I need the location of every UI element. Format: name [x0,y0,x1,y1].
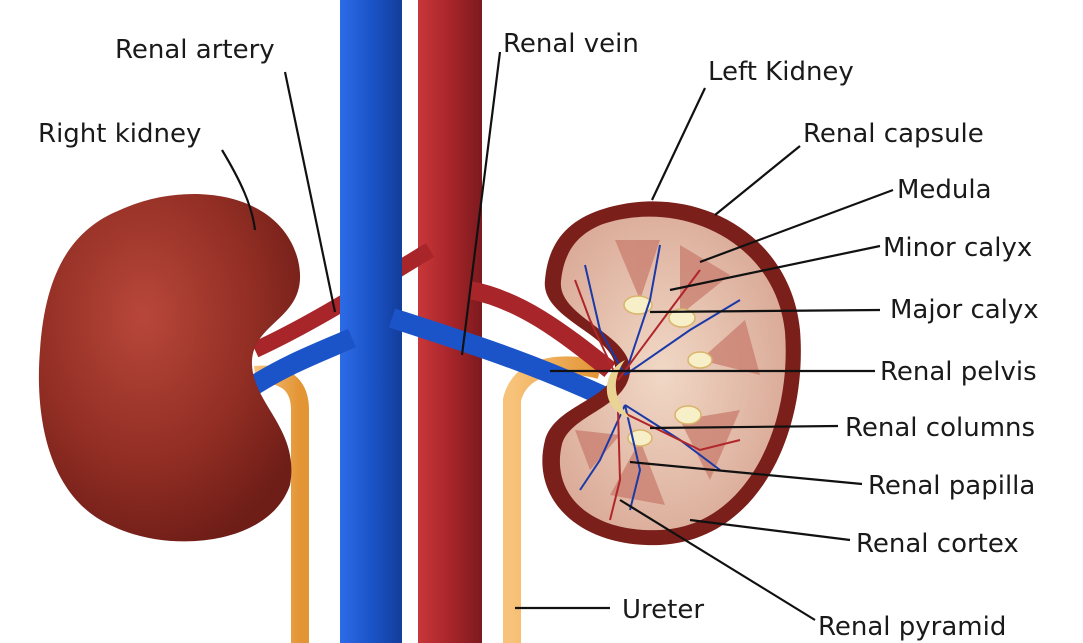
label-renal-columns: Renal columns [845,413,1035,443]
label-minor-calyx: Minor calyx [883,233,1032,263]
label-renal-capsule: Renal capsule [803,119,984,149]
label-major-calyx: Major calyx [890,295,1039,325]
label-renal-vein: Renal vein [503,29,639,59]
label-renal-cortex: Renal cortex [856,529,1019,559]
label-renal-pyramid: Renal pyramid [818,612,1006,642]
label-medula: Medula [897,175,992,205]
label-renal-artery: Renal artery [115,35,275,65]
label-left-kidney: Left Kidney [708,57,854,87]
label-renal-papilla: Renal papilla [868,471,1035,501]
label-ureter: Ureter [622,595,704,625]
leader-left-kidney [652,88,705,200]
label-renal-pelvis: Renal pelvis [880,357,1037,387]
leader-renal-capsule [715,146,800,215]
label-right-kidney: Right kidney [38,119,201,149]
